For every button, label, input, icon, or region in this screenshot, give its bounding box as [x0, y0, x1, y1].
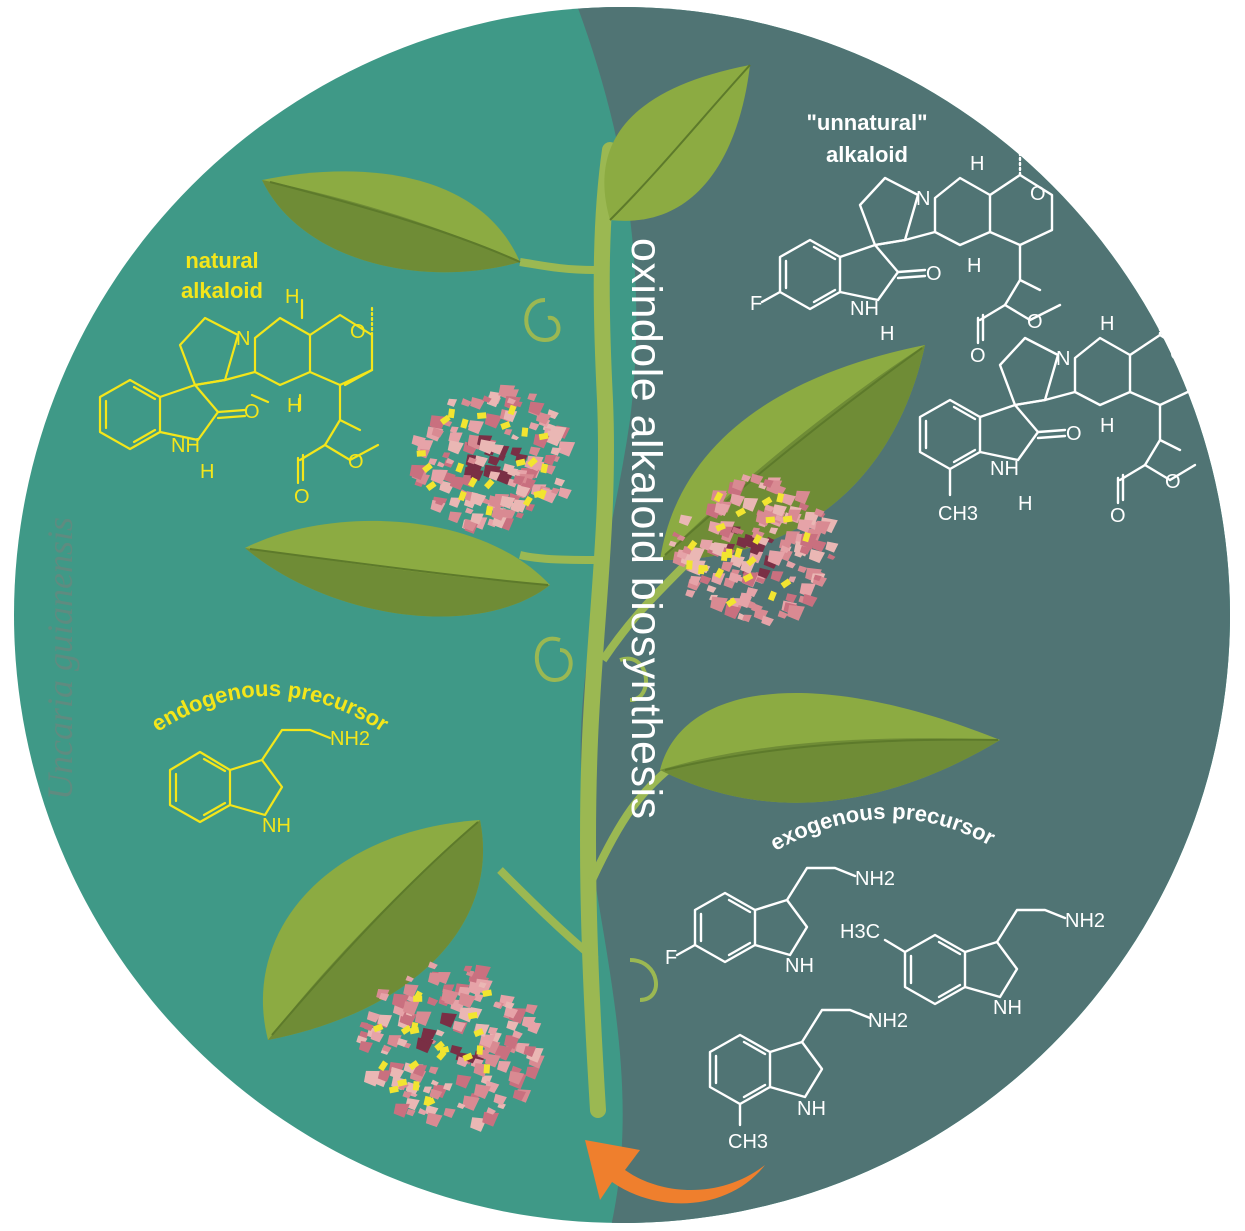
atom-N: N	[1056, 348, 1070, 370]
atom-NH: NH	[797, 1098, 826, 1120]
atom-NH2: NH2	[855, 868, 895, 890]
atom-O: O	[294, 486, 310, 508]
atom-H: H	[970, 153, 984, 175]
leaf-upper-left	[262, 171, 521, 273]
unnatural-label-line2: alkaloid	[826, 142, 908, 167]
unnatural-alkaloid-label: "unnatural" alkaloid	[806, 110, 927, 167]
atom-N: N	[236, 328, 250, 350]
atom-H: H	[1018, 493, 1032, 515]
unnatural-alkaloid-methyl: CH3 N O NH H H H O O O	[918, 303, 1197, 527]
tryptamine-fluoro: F NH2 NH	[665, 866, 895, 977]
atom-NH: NH	[850, 298, 879, 320]
leaf-mid-left	[245, 520, 550, 617]
tryptamine-5-methyl: H3C NH2 NH	[840, 908, 1105, 1019]
curved-arrow-icon	[585, 1140, 765, 1204]
unnatural-alkaloid-fluoro: F N O NH H H H O O O	[750, 143, 1062, 367]
diagram-title: oxindole alkaloid biosynthesis	[622, 238, 670, 820]
atom-F: F	[750, 293, 762, 315]
leaf-lower-right	[660, 692, 1000, 803]
atom-H3C: H3C	[840, 921, 880, 943]
atom-H: H	[967, 255, 981, 277]
atom-CH3: CH3	[938, 503, 978, 525]
atom-NH: NH	[262, 815, 291, 837]
atom-NH2: NH2	[868, 1010, 908, 1032]
plant-stem	[497, 142, 693, 1118]
natural-alkaloid-structure: N O NH H H H O O O	[98, 286, 380, 508]
atom-O: O	[350, 321, 366, 343]
atom-O: O	[1030, 183, 1046, 205]
flower-cluster-icon	[356, 384, 839, 1132]
atom-O: O	[970, 345, 986, 367]
atom-O: O	[348, 451, 364, 473]
atom-NH: NH	[171, 435, 200, 457]
atom-NH: NH	[990, 458, 1019, 480]
atom-O: O	[926, 263, 942, 285]
leaf-lower-left	[262, 820, 484, 1040]
atom-NH2: NH2	[330, 728, 370, 750]
atom-NH2: NH2	[1065, 910, 1105, 932]
unnatural-label-line1: "unnatural"	[806, 110, 927, 135]
natural-alkaloid-label: natural alkaloid	[181, 248, 263, 303]
natural-label-line1: natural	[185, 248, 258, 273]
leaf-top	[604, 64, 751, 221]
atom-H: H	[285, 286, 299, 308]
atom-O: O	[1066, 423, 1082, 445]
atom-O: O	[1170, 343, 1186, 365]
atom-NH: NH	[993, 997, 1022, 1019]
atom-NH: NH	[785, 955, 814, 977]
atom-H: H	[1100, 415, 1114, 437]
tryptamine-7-methyl: CH3 NH2 NH	[708, 1008, 908, 1153]
atom-N: N	[916, 188, 930, 210]
atom-H: H	[200, 461, 214, 483]
atom-O: O	[244, 401, 260, 423]
atom-H: H	[880, 323, 894, 345]
atom-O: O	[1027, 311, 1043, 333]
atom-O: O	[1110, 505, 1126, 527]
species-name: Uncaria guianensis	[40, 517, 80, 800]
atom-H: H	[1100, 313, 1114, 335]
atom-H: H	[287, 395, 301, 417]
atom-O: O	[1165, 471, 1181, 493]
atom-CH3: CH3	[728, 1131, 768, 1153]
atom-F: F	[665, 947, 677, 969]
natural-label-line2: alkaloid	[181, 278, 263, 303]
